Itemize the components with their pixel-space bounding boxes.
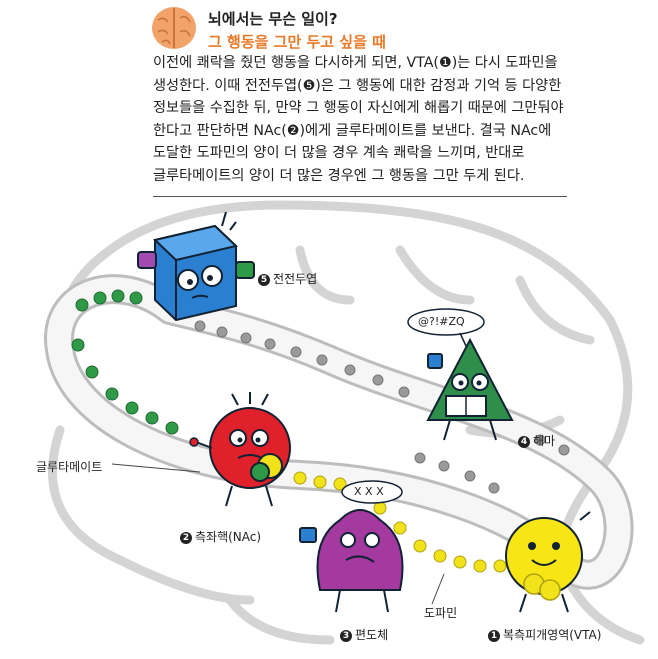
- body-line: 이전에 쾌락을 줬던 행동을 다시하게 되면, VTA(❶)는 다시 도파민을: [153, 55, 558, 71]
- nac-character: [189, 392, 291, 507]
- dopamine-dot: [433, 549, 447, 563]
- body-line: 정보들을 수집한 뒤, 만약 그 행동이 자신에게 해롭기 때문에 그만둬야: [153, 100, 564, 116]
- label-text: 복측피개영역(VTA): [503, 628, 602, 642]
- glutamate-dot: [125, 401, 139, 415]
- glutamate-dot: [105, 387, 119, 401]
- dopamine-dot: [313, 475, 327, 489]
- body-line: 도달한 도파민의 양이 더 많을 경우 계속 쾌락을 느끼며, 반대로: [153, 145, 525, 161]
- empty-dots: [194, 320, 570, 494]
- dopamine-dots: [293, 471, 507, 573]
- body-line: 생성한다. 이때 전전두엽(❺)은 그 행동에 대한 감정과 기억 등 다양한: [153, 77, 562, 94]
- glutamate-dot: [165, 421, 179, 435]
- glutamate-dot: [111, 289, 125, 303]
- dopamine-dot: [293, 471, 307, 485]
- glutamate-dot: [145, 411, 159, 425]
- dopamine-dot: [373, 501, 387, 515]
- label-text: 해마: [533, 434, 556, 448]
- speech-bubble: [407, 308, 485, 336]
- divider: [153, 196, 567, 197]
- page-title: 뇌에서는 무슨 일이?: [208, 10, 338, 28]
- label-number: 3: [340, 630, 352, 642]
- body-paragraph: 이전에 쾌락을 줬던 행동을 다시하게 되면, VTA(❶)는 다시 도파민을 …: [153, 52, 593, 187]
- label-text: 전전두엽: [273, 272, 318, 286]
- label-leaders: [111, 463, 445, 605]
- header: 뇌에서는 무슨 일이? 그 행동을 그만 두고 싶을 때: [150, 4, 650, 60]
- glutamate-dot: [71, 338, 85, 352]
- label-text: 편도체: [355, 628, 389, 642]
- dopamine-dot: [453, 555, 467, 569]
- dopamine-dot: [333, 477, 347, 491]
- label-number: 1: [488, 630, 500, 642]
- dopamine-dot: [473, 559, 487, 573]
- label-text: 측좌핵(NAc): [195, 530, 262, 544]
- brain-icon: [152, 7, 196, 49]
- body-line: 한다고 판단하면 NAc(❷)에게 글루타메이트를 보낸다. 결국 NAc에: [153, 122, 552, 139]
- glutamate-dots: [71, 289, 179, 435]
- amygdala-character: [299, 480, 404, 613]
- dopamine-dot: [393, 521, 407, 535]
- label-dopamine: 도파민: [424, 606, 458, 620]
- page-subtitle: 그 행동을 그만 두고 싶을 때: [208, 33, 386, 51]
- label-glutamate: 글루타메이트: [36, 460, 103, 474]
- amygdala-bubble-text: X X X: [354, 485, 384, 498]
- glutamate-dot: [85, 365, 99, 379]
- body-line: 글루타메이트의 양이 더 많은 경우엔 그 행동을 그만 두게 된다.: [153, 167, 525, 184]
- hippocampus-character: [407, 308, 514, 441]
- label-number: 2: [180, 532, 192, 544]
- label-number: 4: [518, 436, 530, 448]
- vta-character: [505, 511, 591, 613]
- hippocampus-bubble-text: @?!#ZQ: [418, 315, 465, 328]
- dopamine-dot: [493, 559, 507, 573]
- speech-bubble: [341, 480, 403, 504]
- glutamate-dot: [129, 291, 143, 305]
- glutamate-dot: [93, 291, 107, 305]
- glutamate-dot: [75, 298, 89, 312]
- label-number: 5: [258, 274, 270, 286]
- dopamine-dot: [413, 539, 427, 553]
- prefrontal-character: [137, 211, 255, 322]
